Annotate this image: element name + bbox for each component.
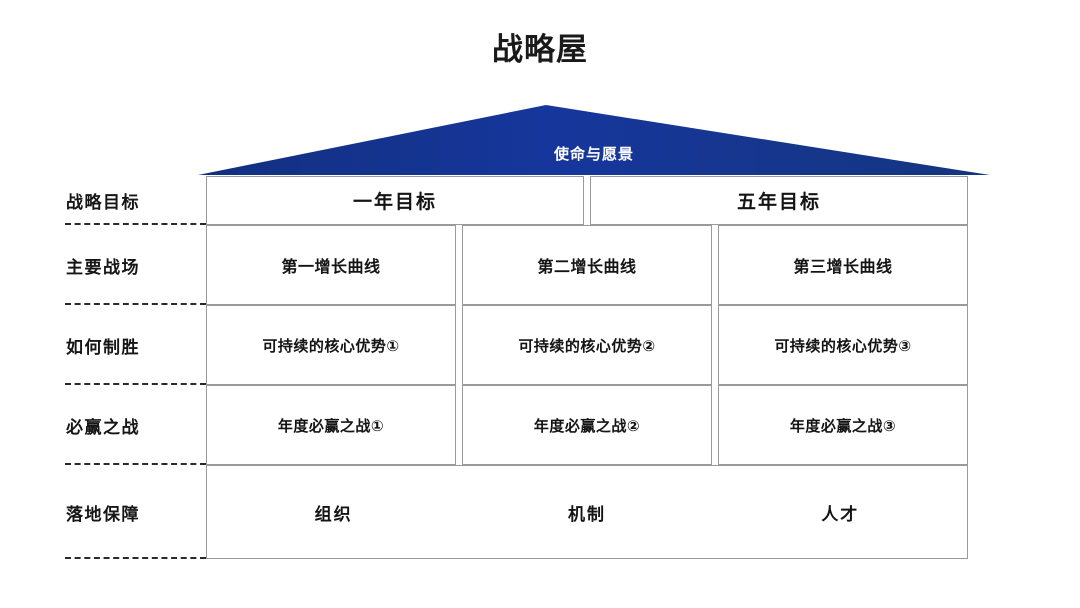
roof-shape-icon bbox=[198, 105, 990, 175]
cell-five-year-goal[interactable]: 五年目标 bbox=[590, 176, 968, 225]
row-label-must-win-battles: 必赢之战 bbox=[66, 417, 140, 437]
row-label-how-to-win: 如何制胜 bbox=[66, 337, 140, 357]
row-label-cell-strategic-goals: 战略目标 bbox=[0, 176, 206, 225]
row-divider-strategic-goals bbox=[65, 223, 206, 225]
support-item-organization: 组织 bbox=[314, 504, 353, 524]
cell-must-win-battle-3[interactable]: 年度必赢之战③ bbox=[718, 385, 968, 465]
support-item-mechanism: 机制 bbox=[567, 504, 606, 524]
row-strategic-goals: 战略目标 一年目标 五年目标 bbox=[0, 176, 1080, 225]
cell-must-win-battle-1[interactable]: 年度必赢之战① bbox=[206, 385, 456, 465]
row-divider-how-to-win bbox=[65, 383, 206, 385]
roof-triangle: 使命与愿景 bbox=[198, 105, 990, 177]
cells-main-battlefields: 第一增长曲线 第二增长曲线 第三增长曲线 bbox=[206, 225, 1080, 305]
support-item-talent: 人才 bbox=[821, 504, 860, 524]
cell-growth-curve-2[interactable]: 第二增长曲线 bbox=[462, 225, 712, 305]
cell-growth-curve-3[interactable]: 第三增长曲线 bbox=[718, 225, 968, 305]
cells-strategic-goals: 一年目标 五年目标 bbox=[206, 176, 1080, 225]
cell-must-win-battle-2[interactable]: 年度必赢之战② bbox=[462, 385, 712, 465]
row-label-main-battlefields: 主要战场 bbox=[66, 257, 140, 277]
cells-implementation-support: 组织 机制 人才 bbox=[206, 465, 1080, 559]
row-implementation-support: 落地保障 组织 机制 人才 bbox=[0, 465, 1080, 559]
cell-core-advantage-3[interactable]: 可持续的核心优势③ bbox=[718, 305, 968, 385]
cell-growth-curve-1[interactable]: 第一增长曲线 bbox=[206, 225, 456, 305]
row-label-cell-must-win-battles: 必赢之战 bbox=[0, 385, 206, 465]
house-body: 战略目标 一年目标 五年目标 主要战场 第一增长曲线 第二增长曲线 第三增长曲线 bbox=[0, 176, 1080, 559]
row-must-win-battles: 必赢之战 年度必赢之战① 年度必赢之战② 年度必赢之战③ bbox=[0, 385, 1080, 465]
cells-must-win-battles: 年度必赢之战① 年度必赢之战② 年度必赢之战③ bbox=[206, 385, 1080, 465]
row-label-strategic-goals: 战略目标 bbox=[66, 193, 140, 212]
cell-implementation-support-foundation[interactable]: 组织 机制 人才 bbox=[206, 465, 968, 559]
row-main-battlefields: 主要战场 第一增长曲线 第二增长曲线 第三增长曲线 bbox=[0, 225, 1080, 305]
row-label-implementation-support: 落地保障 bbox=[66, 504, 140, 524]
cells-how-to-win: 可持续的核心优势① 可持续的核心优势② 可持续的核心优势③ bbox=[206, 305, 1080, 385]
row-divider-must-win-battles bbox=[65, 463, 206, 465]
cell-core-advantage-1[interactable]: 可持续的核心优势① bbox=[206, 305, 456, 385]
page-title: 战略屋 bbox=[492, 32, 588, 67]
cell-one-year-goal[interactable]: 一年目标 bbox=[206, 176, 584, 225]
row-label-cell-implementation-support: 落地保障 bbox=[0, 465, 206, 559]
row-divider-implementation-support bbox=[65, 557, 206, 559]
row-label-cell-main-battlefields: 主要战场 bbox=[0, 225, 206, 305]
row-divider-main-battlefields bbox=[65, 303, 206, 305]
row-label-cell-how-to-win: 如何制胜 bbox=[0, 305, 206, 385]
cell-core-advantage-2[interactable]: 可持续的核心优势② bbox=[462, 305, 712, 385]
row-how-to-win: 如何制胜 可持续的核心优势① 可持续的核心优势② 可持续的核心优势③ bbox=[0, 305, 1080, 385]
